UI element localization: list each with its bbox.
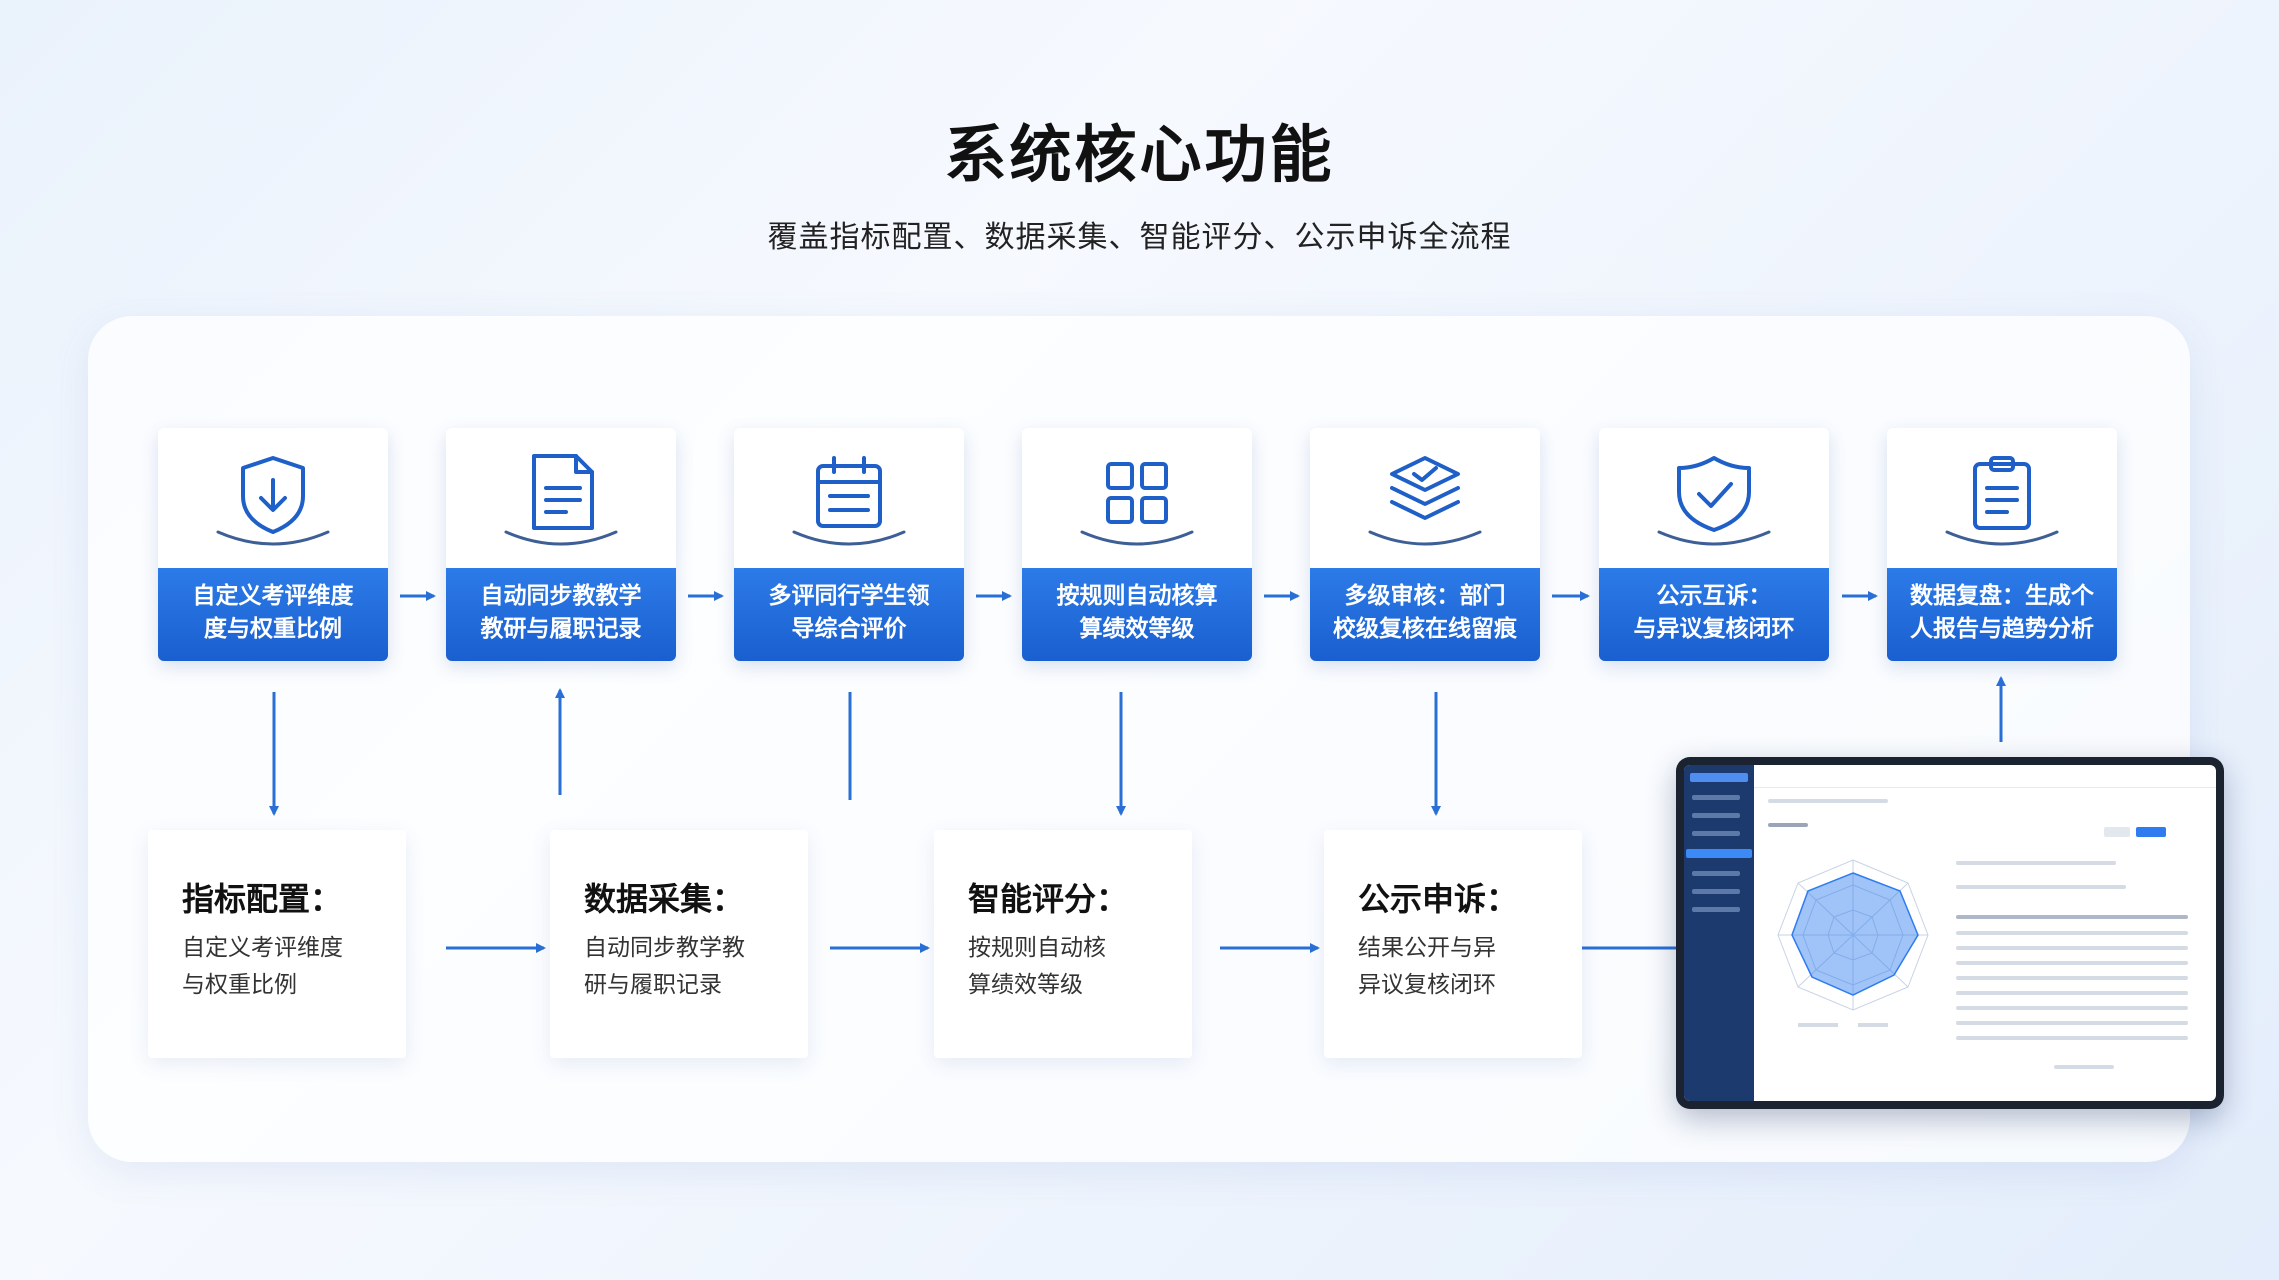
card-collect-title: 数据采集： [584,880,745,918]
step-5: 多级审核：部门 校级复核在线留痕 [1310,428,1540,661]
calendar-icon [734,428,964,568]
table-row-line [1956,1021,2188,1025]
step-1: 自定义考评维度 度与权重比例 [158,428,388,661]
card-config: 指标配置： 自定义考评维度 与权重比例 [148,830,406,1058]
sidebar-row [1692,813,1740,818]
shield-download-icon [158,428,388,568]
dashboard-topbar [1754,765,2216,788]
sidebar-row [1692,795,1740,800]
dashboard-sidebar [1684,765,1754,1101]
step-6: 公示互诉： 与异议复核闭环 [1599,428,1829,661]
sidebar-row [1692,889,1740,894]
table-row-line [1956,931,2188,935]
step-3: 多评同行学生领 导综合评价 [734,428,964,661]
step-4: 按规则自动核算 算绩效等级 [1022,428,1252,661]
table-row-line [1956,976,2188,980]
page-title: 系统核心功能 [944,118,1335,191]
filter-button [2104,827,2130,837]
step-2-label: 自动同步教教学 教研与履职记录 [446,568,676,661]
card-config-title: 指标配置： [182,880,343,918]
card-score-title: 智能评分： [968,880,1129,918]
section-title-line [1768,823,1808,827]
step-2: 自动同步教教学 教研与履职记录 [446,428,676,661]
layers-check-icon [1310,428,1540,568]
table-header-line [1956,915,2188,919]
dashboard-logo [1690,773,1748,782]
grid-icon [1022,428,1252,568]
clipboard-icon [1887,428,2117,568]
table-row-line [1956,1036,2188,1040]
table-row-line [1956,991,2188,995]
sidebar-row-active [1686,849,1752,858]
step-3-label: 多评同行学生领 导综合评价 [734,568,964,661]
form-row-line [1956,885,2126,889]
step-1-label: 自定义考评维度 度与权重比例 [158,568,388,661]
card-appeal-title: 公示申诉： [1358,880,1519,918]
dashboard-preview [1676,757,2224,1109]
card-collect: 数据采集： 自动同步教学教 研与履职记录 [550,830,808,1058]
sidebar-row [1692,831,1740,836]
dashboard-screen [1684,765,2216,1101]
step-4-label: 按规则自动核算 算绩效等级 [1022,568,1252,661]
breadcrumb-line [1768,799,1888,803]
table-row-line [1956,961,2188,965]
step-6-label: 公示互诉： 与异议复核闭环 [1599,568,1829,661]
shield-check-icon [1599,428,1829,568]
table-row-line [1956,1006,2188,1010]
document-icon [446,428,676,568]
form-row-line [1956,861,2116,865]
card-collect-desc: 自动同步教学教 研与履职记录 [584,935,745,998]
sidebar-row [1692,907,1740,912]
query-button [2136,827,2166,837]
step-7: 数据复盘：生成个 人报告与趋势分析 [1887,428,2117,661]
step-5-label: 多级审核：部门 校级复核在线留痕 [1310,568,1540,661]
radar-chart-illustration [1777,859,1929,1027]
sidebar-row [1692,871,1740,876]
card-appeal: 公示申诉： 结果公开与异 异议复核闭环 [1324,830,1582,1058]
card-score-desc: 按规则自动核 算绩效等级 [968,935,1106,998]
card-appeal-desc: 结果公开与异 异议复核闭环 [1358,935,1496,998]
card-score: 智能评分： 按规则自动核 算绩效等级 [934,830,1192,1058]
pagination-line [2054,1065,2114,1069]
table-row-line [1956,946,2188,950]
card-config-desc: 自定义考评维度 与权重比例 [182,935,343,998]
page-subtitle: 覆盖指标配置、数据采集、智能评分、公示申诉全流程 [767,220,1512,255]
step-7-label: 数据复盘：生成个 人报告与趋势分析 [1887,568,2117,661]
